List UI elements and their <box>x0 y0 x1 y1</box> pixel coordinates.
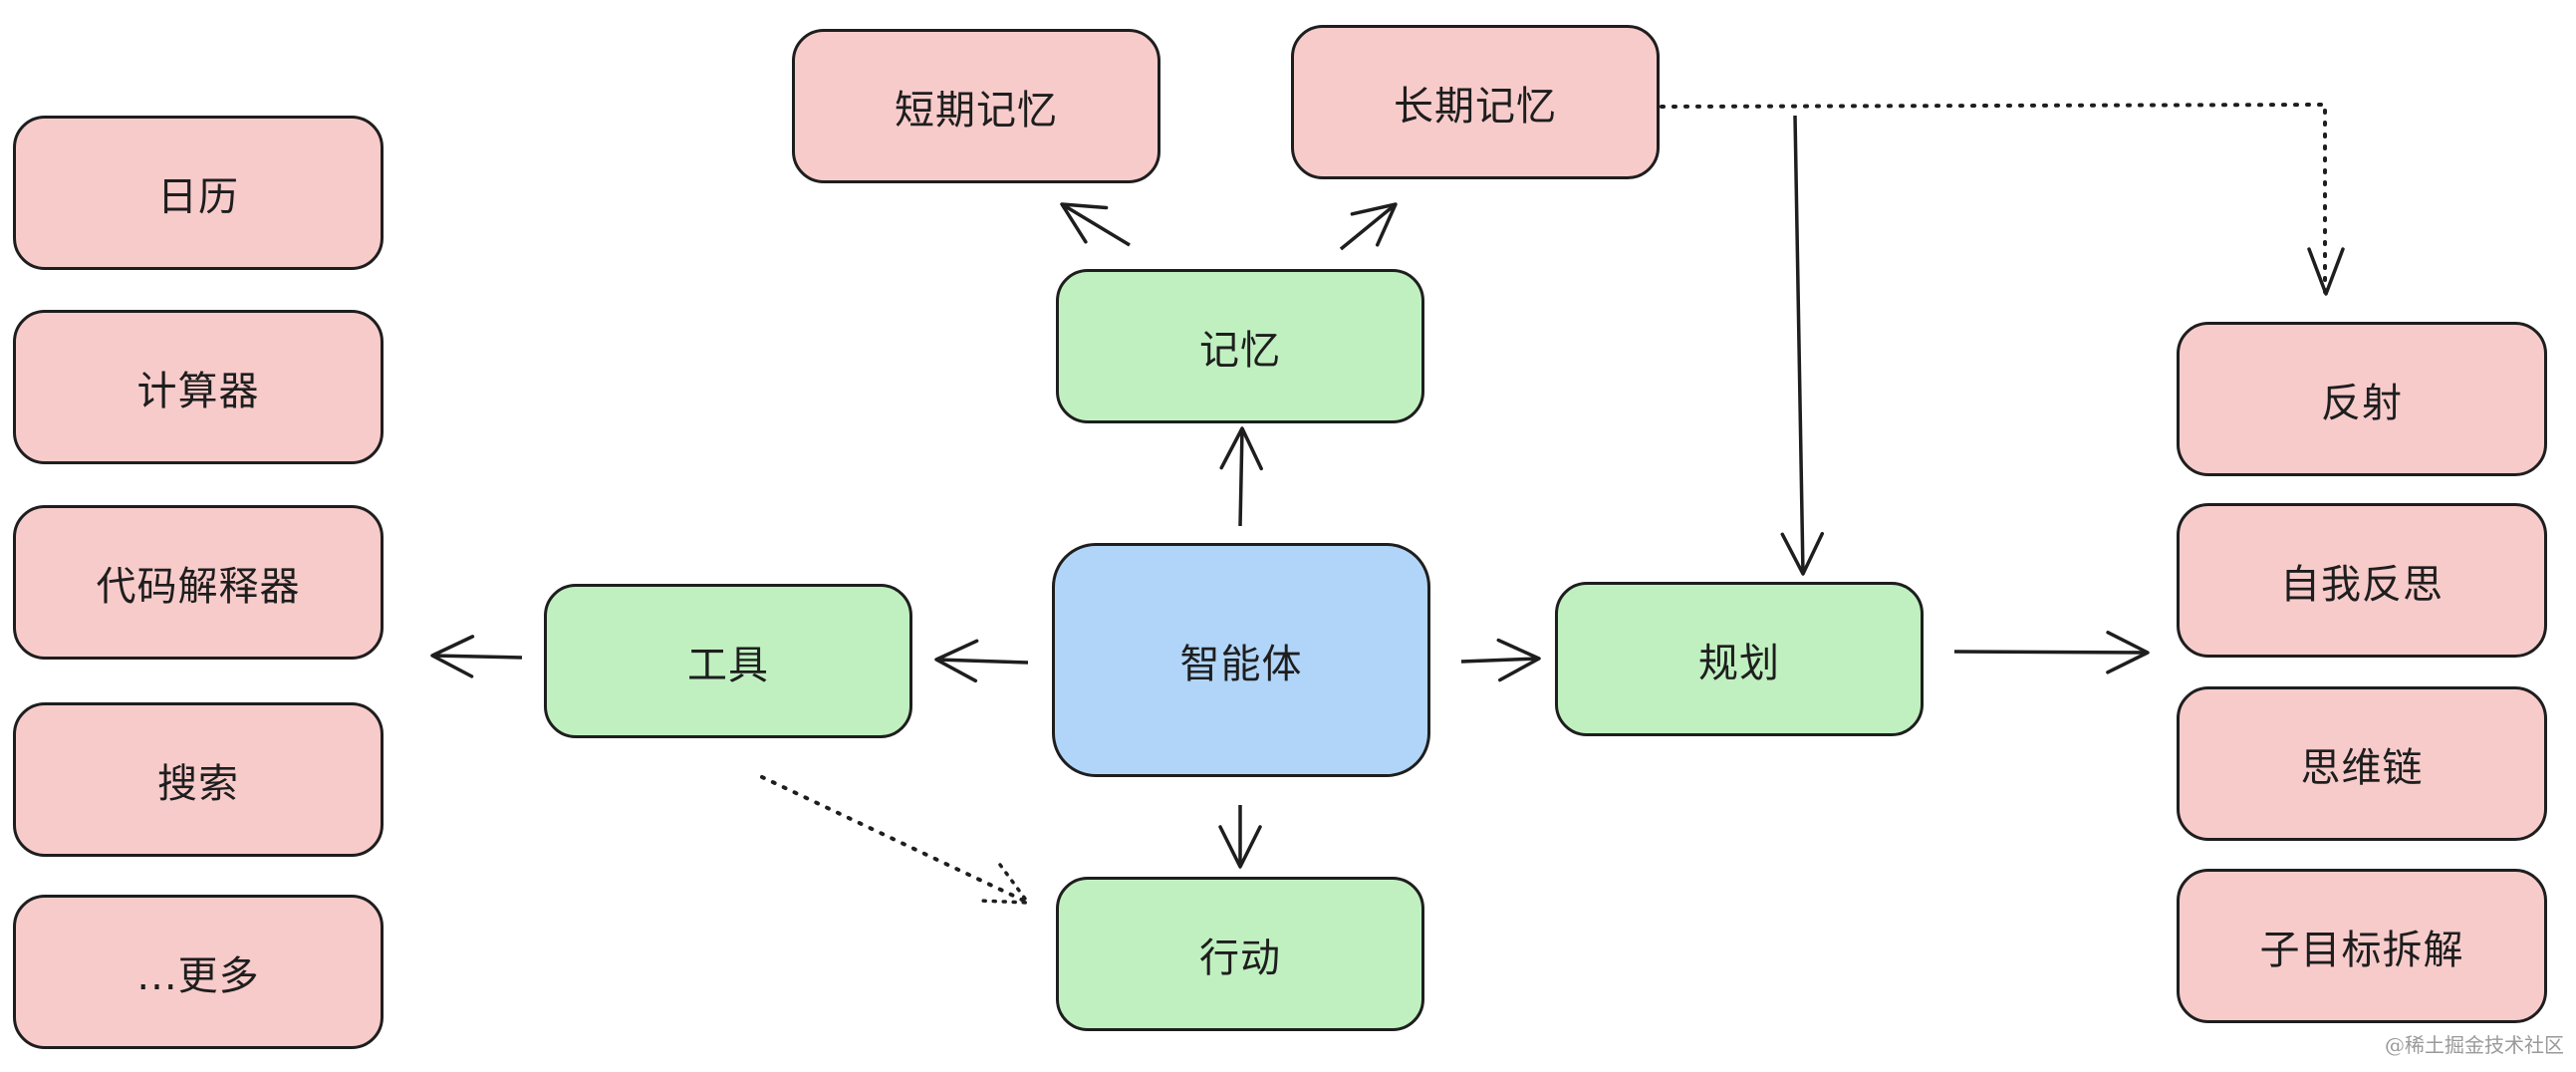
short-term-memory-node: 短期记忆 <box>792 29 1160 183</box>
tool-item-calculator: 计算器 <box>13 310 384 464</box>
arrow-agent-to-tools <box>934 639 1029 683</box>
planning-item-label: 思维链 <box>2300 744 2424 791</box>
tool-item-label: 计算器 <box>136 368 260 414</box>
planning-item-subgoal-decomposition: 子目标拆解 <box>2177 869 2547 1023</box>
tools-node: 工具 <box>544 584 912 738</box>
arrow-planning-to-list <box>1953 631 2150 674</box>
arrow-long-term-to-planning <box>1780 115 1825 576</box>
tool-item-label: 日历 <box>157 173 239 220</box>
arrow-agent-to-planning <box>1460 638 1541 682</box>
planning-item-reflection: 反射 <box>2177 322 2547 476</box>
tool-item-search: 搜索 <box>13 702 384 857</box>
planning-label: 规划 <box>1698 640 1780 686</box>
arrow-memory-to-short-term <box>1060 202 1131 247</box>
arrowhead-reflection <box>2307 247 2345 296</box>
tools-label: 工具 <box>687 642 769 688</box>
tool-item-label: 搜索 <box>157 760 239 807</box>
arrow-agent-to-memory <box>1219 426 1263 527</box>
tool-item-more: ...更多 <box>13 895 384 1049</box>
planning-item-label: 自我反思 <box>2280 561 2444 608</box>
tool-item-code-interpreter: 代码解释器 <box>13 505 384 660</box>
arrow-tools-to-tool-list <box>430 635 523 678</box>
arrow-memory-to-long-term <box>1339 202 1398 251</box>
planning-item-self-critique: 自我反思 <box>2177 503 2547 658</box>
planning-item-label: 子目标拆解 <box>2259 927 2464 973</box>
agent-node: 智能体 <box>1052 543 1430 777</box>
short-term-memory-label: 短期记忆 <box>895 87 1058 134</box>
planning-item-label: 反射 <box>2321 380 2403 426</box>
planning-node: 规划 <box>1555 582 1924 736</box>
dotted-tools-to-action <box>760 775 1028 904</box>
dotted-long-term-to-reflection <box>1660 102 2327 296</box>
agent-label: 智能体 <box>1179 641 1303 687</box>
tool-item-label: ...更多 <box>136 952 260 999</box>
tool-item-label: 代码解释器 <box>96 563 301 610</box>
memory-node: 记忆 <box>1056 269 1424 423</box>
memory-label: 记忆 <box>1199 327 1281 374</box>
action-node: 行动 <box>1056 877 1424 1031</box>
long-term-memory-node: 长期记忆 <box>1291 25 1660 179</box>
arrowhead-action <box>978 863 1032 905</box>
action-label: 行动 <box>1199 935 1281 981</box>
tool-item-calendar: 日历 <box>13 116 384 270</box>
planning-item-chain-of-thought: 思维链 <box>2177 686 2547 841</box>
long-term-memory-label: 长期记忆 <box>1394 83 1557 130</box>
watermark-text: @稀土掘金技术社区 <box>2385 1033 2564 1057</box>
